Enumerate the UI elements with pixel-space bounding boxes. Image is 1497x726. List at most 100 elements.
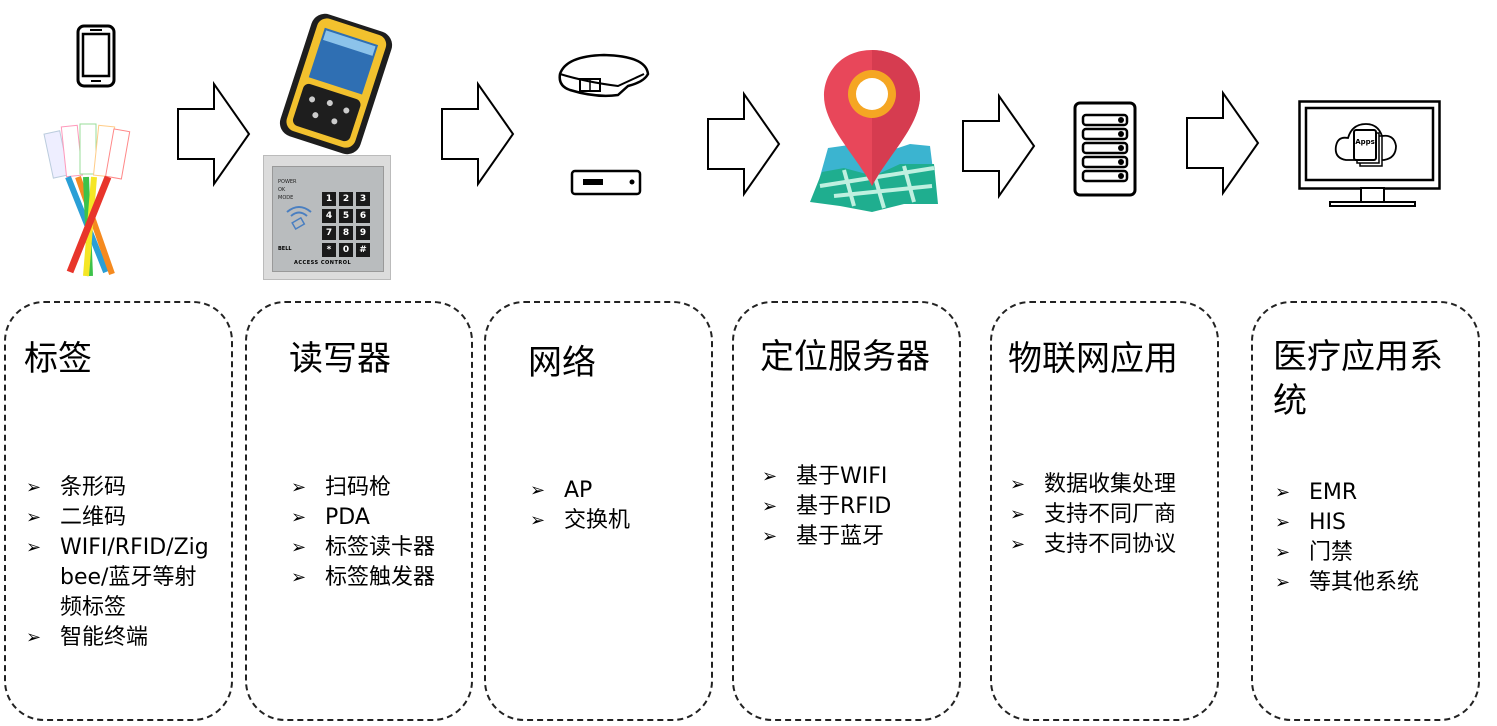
list-item-text: 二维码 <box>60 505 127 530</box>
bullet-arrow-icon: ➢ <box>762 466 778 487</box>
keypad-key: 0 <box>339 243 353 257</box>
list-item: ➢ 基于RFID <box>762 492 952 522</box>
rfid-wave-icon <box>286 206 312 230</box>
apps-label: Apps <box>1355 138 1375 146</box>
bullet-arrow-icon: ➢ <box>1275 482 1291 503</box>
bullet-arrow-icon: ➢ <box>26 627 42 648</box>
stage-box-tags: 标签 ➢ 条形码 ➢ 二维码 ➢ WIFI/RFID/Zigbee/蓝牙等射频标签 ➢… <box>4 301 233 721</box>
list-item: ➢ PDA <box>291 503 471 533</box>
list-item: ➢ AP <box>530 476 710 506</box>
keypad-key: 1 <box>322 192 336 206</box>
list-item: ➢基于蓝牙 <box>762 522 952 552</box>
stage-title: 网络 <box>528 343 596 383</box>
list-item: ➢ 智能终端 <box>26 623 216 653</box>
list-item-text: 标签读卡器 <box>325 535 436 560</box>
list-item: ➢HIS <box>1275 508 1465 538</box>
list-item-text: WIFI/RFID/Zigbee/蓝牙等射频标签 <box>60 535 209 620</box>
stage-title: 读写器 <box>289 339 391 379</box>
keypad-brand-label: ACCESS CONTROL <box>294 260 352 266</box>
bullet-arrow-icon: ➢ <box>26 537 42 558</box>
bullet-arrow-icon: ➢ <box>291 477 307 498</box>
stage-item-list: ➢EMR ➢HIS ➢门禁 ➢等其他系统 <box>1275 478 1465 598</box>
flow-arrow-icon <box>177 80 251 188</box>
bullet-arrow-icon: ➢ <box>291 537 307 558</box>
smartphone-icon <box>76 24 116 88</box>
list-item-text: 数据收集处理 <box>1044 472 1177 497</box>
list-item: ➢ 标签读卡器 <box>291 533 471 563</box>
list-item: ➢标签触发器 <box>291 563 471 593</box>
stage-title: 标签 <box>24 339 92 379</box>
keypad-grid: 1 2 3 4 5 6 7 8 9 * 0 # <box>322 192 370 257</box>
network-switch-icon <box>570 169 642 196</box>
list-item-text: 支持不同厂商 <box>1044 502 1177 527</box>
flow-arrow-icon <box>441 80 515 188</box>
keypad-key: 2 <box>339 192 353 206</box>
keypad-key: 4 <box>322 209 336 223</box>
list-item: ➢ 条形码 <box>26 473 216 503</box>
list-item-text: PDA <box>325 505 370 530</box>
keypad-key: 5 <box>339 209 353 223</box>
list-item-text: 等其他系统 <box>1309 570 1420 595</box>
monitor-cloud-apps-icon: Apps <box>1298 100 1442 208</box>
keypad-key: 8 <box>339 226 353 240</box>
bullet-arrow-icon: ➢ <box>1275 572 1291 593</box>
wristband-tags-icon <box>43 123 131 277</box>
bullet-arrow-icon: ➢ <box>291 567 307 588</box>
led-power-label: POWER <box>278 179 297 185</box>
keypad-bell-label: BELL <box>278 246 292 252</box>
access-point-icon <box>558 53 650 98</box>
bullet-arrow-icon: ➢ <box>291 507 307 528</box>
bullet-arrow-icon: ➢ <box>26 477 42 498</box>
list-item: ➢ 扫码枪 <box>291 473 471 503</box>
keypad-key: # <box>356 243 370 257</box>
list-item-text: 条形码 <box>60 475 127 500</box>
stage-title: 医疗应用系统 <box>1273 337 1443 421</box>
led-ok-label: OK <box>278 187 286 193</box>
list-item: ➢ EMR <box>1275 478 1465 508</box>
stage-box-reader: 读写器 ➢ 扫码枪 ➢ PDA ➢ 标签读卡器 ➢标签触发器 <box>245 301 473 721</box>
flow-arrow-icon <box>1186 89 1260 197</box>
flow-arrow-icon <box>962 92 1036 200</box>
server-rack-icon <box>1073 101 1137 197</box>
list-item-text: 基于WIFI <box>796 464 888 489</box>
bullet-arrow-icon: ➢ <box>1275 542 1291 563</box>
list-item-text: 扫码枪 <box>325 475 392 500</box>
list-item-text: 基于蓝牙 <box>796 524 885 549</box>
stage-item-list: ➢ AP ➢交换机 <box>530 476 710 536</box>
list-item-text: 智能终端 <box>60 625 149 650</box>
pda-device-icon <box>279 13 393 155</box>
led-mode-label: MODE <box>278 195 294 201</box>
list-item-text: 基于RFID <box>796 494 892 519</box>
keypad-key: 3 <box>356 192 370 206</box>
flow-arrow-icon <box>707 90 781 198</box>
stage-title: 物联网应用 <box>1008 339 1178 379</box>
bullet-arrow-icon: ➢ <box>1010 474 1026 495</box>
stage-item-list: ➢数据收集处理 ➢支持不同厂商 ➢支持不同协议 <box>1010 470 1210 560</box>
stage-title: 定位服务器 <box>760 337 930 377</box>
list-item: ➢门禁 <box>1275 538 1465 568</box>
stage-item-list: ➢ 扫码枪 ➢ PDA ➢ 标签读卡器 ➢标签触发器 <box>291 473 471 593</box>
list-item-text: HIS <box>1309 510 1346 535</box>
stage-box-positioning: 定位服务器 ➢ 基于WIFI ➢ 基于RFID ➢基于蓝牙 <box>732 301 961 721</box>
list-item: ➢ 二维码 <box>26 503 216 533</box>
stage-box-network: 网络 ➢ AP ➢交换机 <box>484 301 713 721</box>
bullet-arrow-icon: ➢ <box>1010 534 1026 555</box>
bullet-arrow-icon: ➢ <box>762 496 778 517</box>
bullet-arrow-icon: ➢ <box>26 507 42 528</box>
list-item-text: AP <box>564 478 593 503</box>
list-item: ➢ 基于WIFI <box>762 462 952 492</box>
list-item: ➢ WIFI/RFID/Zigbee/蓝牙等射频标签 <box>26 533 216 623</box>
stage-item-list: ➢ 基于WIFI ➢ 基于RFID ➢基于蓝牙 <box>762 462 952 552</box>
list-item: ➢交换机 <box>530 506 710 536</box>
keypad-key: 6 <box>356 209 370 223</box>
keypad-key: * <box>322 243 336 257</box>
list-item-text: 交换机 <box>564 508 631 533</box>
list-item-text: EMR <box>1309 480 1358 505</box>
map-pin-icon <box>810 50 938 212</box>
list-item: ➢ 等其他系统 <box>1275 568 1465 598</box>
keypad-key: 7 <box>322 226 336 240</box>
list-item-text: 支持不同协议 <box>1044 532 1177 557</box>
bullet-arrow-icon: ➢ <box>530 480 546 501</box>
stage-box-medical: 医疗应用系统 ➢EMR ➢HIS ➢门禁 ➢等其他系统 <box>1251 301 1480 721</box>
keypad-key: 9 <box>356 226 370 240</box>
